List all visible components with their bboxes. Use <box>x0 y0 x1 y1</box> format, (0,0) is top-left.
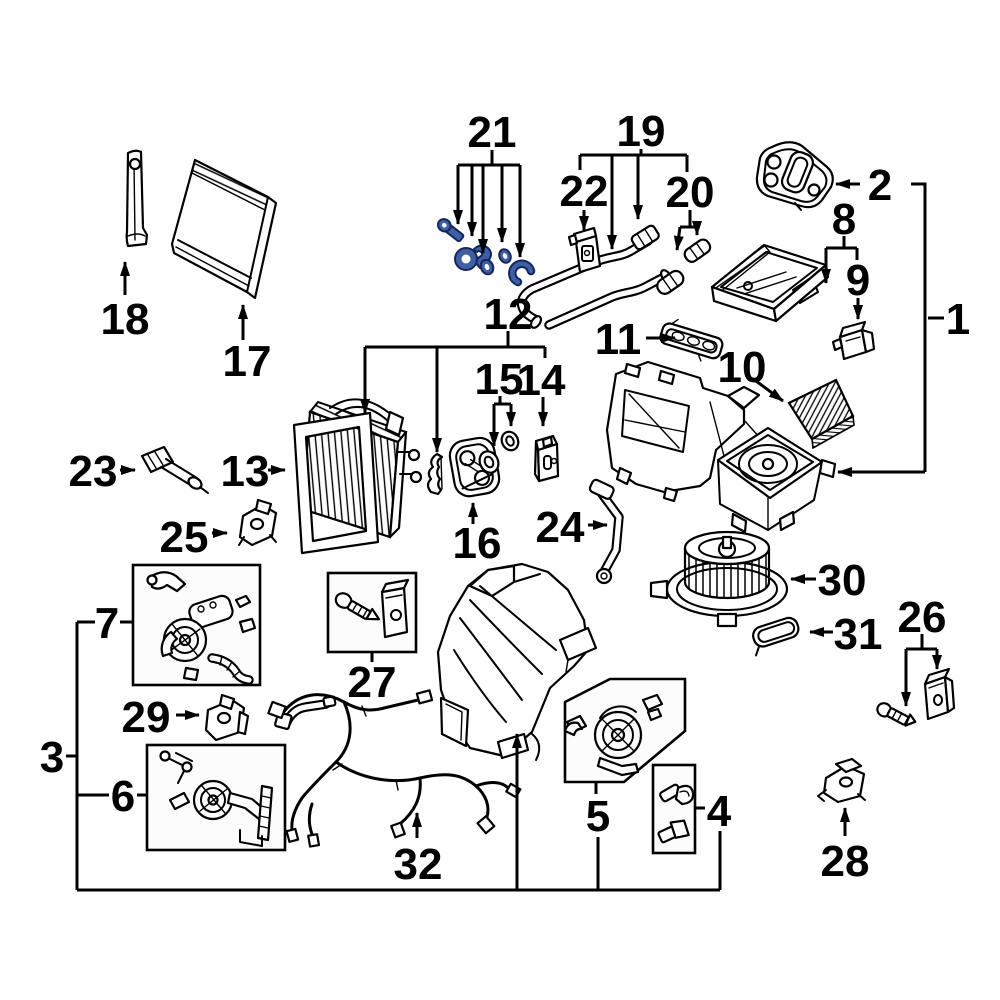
part-drain-tube-24 <box>588 478 624 585</box>
callout-5: 5 <box>586 792 610 841</box>
part-valve-22 <box>567 226 602 274</box>
callout-4: 4 <box>707 787 732 836</box>
callout-27: 27 <box>348 658 397 707</box>
callout-3: 3 <box>40 733 64 782</box>
callout-24: 24 <box>536 503 585 552</box>
part-resistor-9 <box>831 320 876 361</box>
part-rear-housing-3 <box>436 562 598 761</box>
callout-20: 20 <box>666 168 715 217</box>
callout-16: 16 <box>453 519 502 568</box>
callout-21: 21 <box>468 108 517 157</box>
assembly-box-27 <box>326 571 418 654</box>
callout-29: 29 <box>122 693 171 742</box>
callout-19: 19 <box>617 107 666 156</box>
bolt-21 <box>436 218 465 243</box>
assembly-box-4 <box>651 763 697 855</box>
leader-12 <box>360 331 547 453</box>
callout-30: 30 <box>818 556 867 605</box>
assembly-box-7 <box>131 563 262 687</box>
part-cabin-filter-10 <box>787 378 855 450</box>
leader-8 <box>821 236 859 284</box>
callout-10: 10 <box>718 343 767 392</box>
part-bracket-28 <box>817 757 866 804</box>
callout-6: 6 <box>111 772 135 821</box>
callout-17: 17 <box>223 337 272 386</box>
callout-25: 25 <box>160 513 209 562</box>
part-orings-15 <box>478 430 520 474</box>
callout-18: 18 <box>101 295 150 344</box>
callout-32: 32 <box>394 840 443 889</box>
part-spring-clip-12 <box>426 452 444 496</box>
bolt-26 <box>876 702 917 727</box>
callout-26: 26 <box>898 593 947 642</box>
part-sensor-23 <box>140 445 209 494</box>
leader-15 <box>489 396 516 447</box>
leader-10 <box>755 379 784 403</box>
callout-14: 14 <box>517 356 566 405</box>
leader-20 <box>673 210 702 251</box>
leader-26 <box>901 634 942 707</box>
leader-1 <box>837 182 944 477</box>
part-expansion-valve-14 <box>533 434 560 483</box>
callout-12: 12 <box>484 290 533 339</box>
callout-2: 2 <box>868 161 892 210</box>
callout-13: 13 <box>221 447 270 496</box>
part-evaporator-13 <box>292 398 423 555</box>
callout-1: 1 <box>946 295 970 344</box>
part-wiring-harness-32 <box>267 689 522 848</box>
oring-21-a <box>479 258 495 276</box>
part-hardware-26 <box>876 667 956 727</box>
leader-19 <box>578 149 689 250</box>
assembly-box-5 <box>563 677 687 784</box>
label-layer: 1 2 3 4 5 6 7 8 9 10 11 12 13 14 15 16 1… <box>40 107 970 889</box>
callout-11: 11 <box>595 315 642 364</box>
part-seal-strip-11 <box>659 318 724 362</box>
callout-8: 8 <box>832 195 856 244</box>
part-blower-motor-30 <box>649 530 789 628</box>
part-fittings-20 <box>656 238 712 295</box>
part-gasket-2 <box>755 141 834 211</box>
leader-layer <box>66 149 944 892</box>
clip-26 <box>923 667 956 721</box>
oring-21-b <box>498 248 512 264</box>
part-main-housing-1 <box>605 360 837 534</box>
callout-15: 15 <box>475 355 524 404</box>
part-heater-core-17 <box>170 158 278 300</box>
part-guide-strip-18 <box>125 149 149 248</box>
callout-22: 22 <box>560 167 609 216</box>
leader-3-group <box>66 620 722 892</box>
part-bracket-29 <box>204 693 250 742</box>
callout-28: 28 <box>821 837 870 886</box>
part-duct-31 <box>752 616 800 657</box>
assembly-box-6 <box>145 743 287 852</box>
u-clip-21 <box>508 259 536 287</box>
part-intake-cover-8 <box>710 243 830 323</box>
leader-21 <box>453 150 525 258</box>
callout-23: 23 <box>69 447 118 496</box>
part-bracket-25 <box>238 498 278 547</box>
callout-9: 9 <box>846 256 870 305</box>
callout-31: 31 <box>834 610 883 659</box>
callout-7: 7 <box>95 599 119 648</box>
